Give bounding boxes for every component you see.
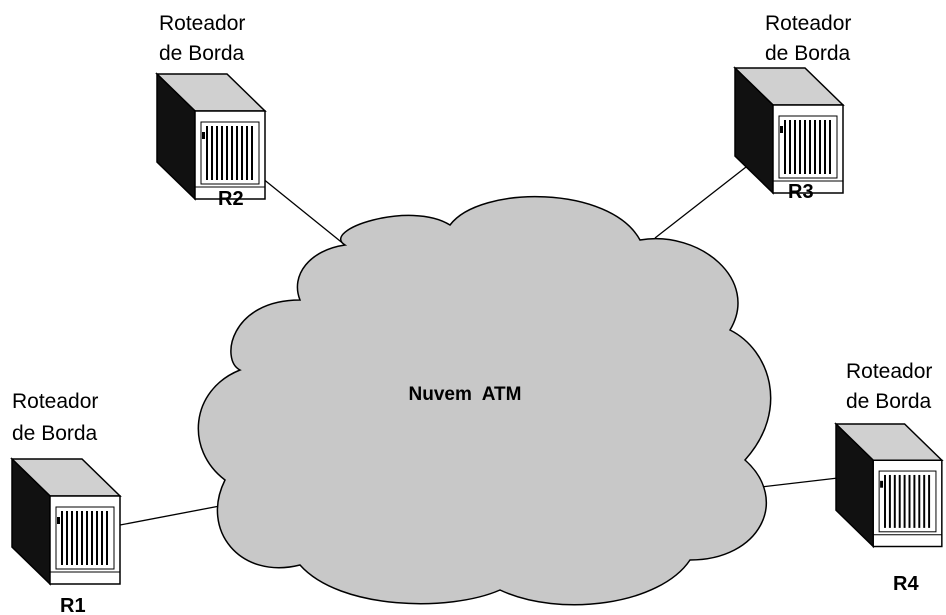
link-r3 bbox=[654, 159, 756, 239]
router-r3-caption-line1: Roteador bbox=[765, 12, 851, 35]
router-r4-caption-line1: Roteador bbox=[846, 360, 932, 383]
router-r1-caption-line1: Roteador bbox=[12, 390, 98, 413]
router-r1: Roteador de Borda R1 bbox=[11, 390, 121, 615]
router-r4: Roteador de Borda R4 bbox=[835, 360, 943, 595]
link-r2 bbox=[261, 177, 346, 246]
router-r2: Roteador de Borda R2 bbox=[156, 12, 266, 210]
router-r3-caption-line2: de Borda bbox=[765, 42, 851, 65]
router-r4-id: R4 bbox=[893, 573, 919, 595]
atm-cloud: Nuvem ATM bbox=[197, 195, 772, 606]
router-r2-icon bbox=[156, 73, 266, 200]
router-r3-id: R3 bbox=[788, 181, 814, 203]
atm-cloud-shape bbox=[197, 195, 772, 606]
router-r3-icon bbox=[734, 67, 844, 194]
router-r1-icon bbox=[11, 458, 121, 585]
router-r1-caption-line2: de Borda bbox=[12, 422, 98, 445]
router-r2-caption-line1: Roteador bbox=[159, 12, 245, 35]
router-r2-caption-line2: de Borda bbox=[159, 42, 245, 65]
router-r2-id: R2 bbox=[218, 188, 244, 210]
link-r1 bbox=[119, 504, 226, 526]
router-r3: Roteador de Borda R3 bbox=[734, 12, 851, 203]
cloud-label: Nuvem ATM bbox=[409, 384, 522, 405]
router-r4-icon bbox=[835, 423, 943, 548]
router-r4-caption-line2: de Borda bbox=[846, 390, 932, 413]
router-r1-id: R1 bbox=[60, 595, 86, 615]
